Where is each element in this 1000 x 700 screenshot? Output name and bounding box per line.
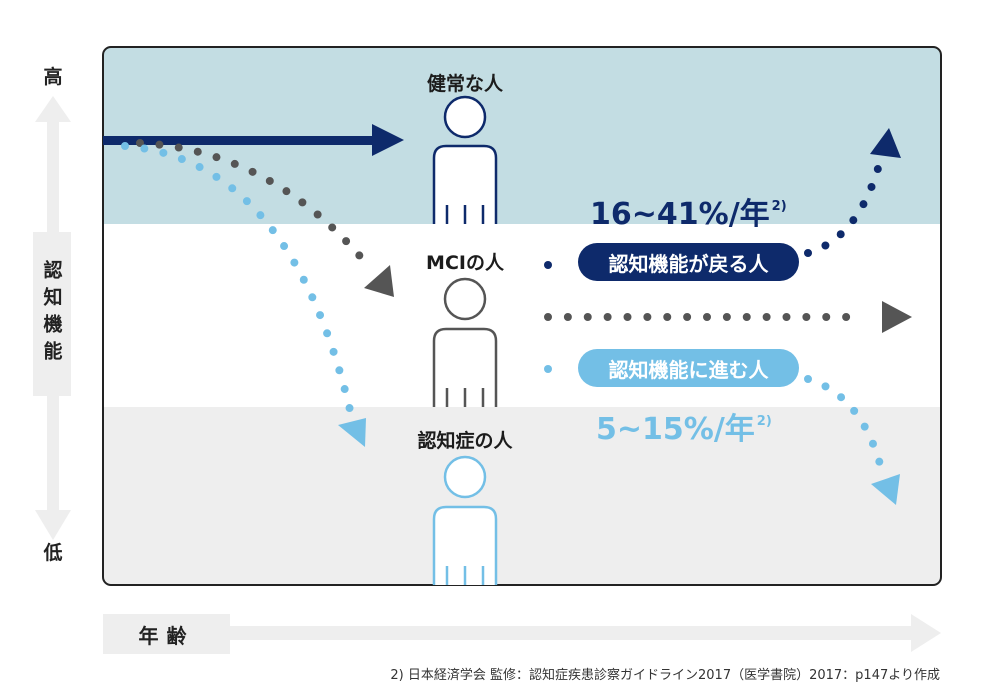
person-dementia-icon [432,455,498,585]
label-mci: MCIの人 [426,252,504,274]
rate-progress-note: 2) [756,414,772,429]
rate-recover-value: 16~41%/年 [590,197,770,232]
axis-low-label: 低 [43,542,63,564]
axis-label-text: 認知機能 [40,260,63,368]
age-label: 年齢 [103,614,230,654]
axis-label-cognitive-function: 認知機能 [33,232,71,396]
arrowhead-to-dementia [338,418,366,447]
label-healthy: 健常な人 [426,73,503,95]
arrowhead-to-mci [364,265,394,297]
dotted-path-healthy-to-dementia [121,142,354,414]
axis-high-label: 高 [43,66,63,88]
footnote: 2) 日本経済学会 監修：認知症疾患診察ガイドライン2017（医学書院）2017… [390,668,940,683]
band-healthy [103,47,941,224]
label-dementia: 認知症の人 [417,430,513,452]
age-axis-arrow [228,614,941,652]
vertical-axis-arrow [35,96,71,540]
arrowhead-progress [871,474,900,505]
band-mci [103,224,941,407]
person-healthy-icon [432,95,498,224]
diagram-frame [102,46,942,586]
dotted-path-progress-curve [804,375,884,468]
band-dementia [103,407,941,585]
rate-progress-value: 5~15%/年 [596,412,755,447]
pill-recover: 認知機能が戻る人 [578,243,799,281]
person-mci-icon [432,277,498,407]
arrowhead-stay-mci [882,301,912,333]
arrow-healthy-stay [103,124,404,156]
pill-progress: 認知機能に進む人 [578,349,799,387]
rate-recover-note: 2) [771,199,787,214]
arrowhead-recover [870,128,901,158]
